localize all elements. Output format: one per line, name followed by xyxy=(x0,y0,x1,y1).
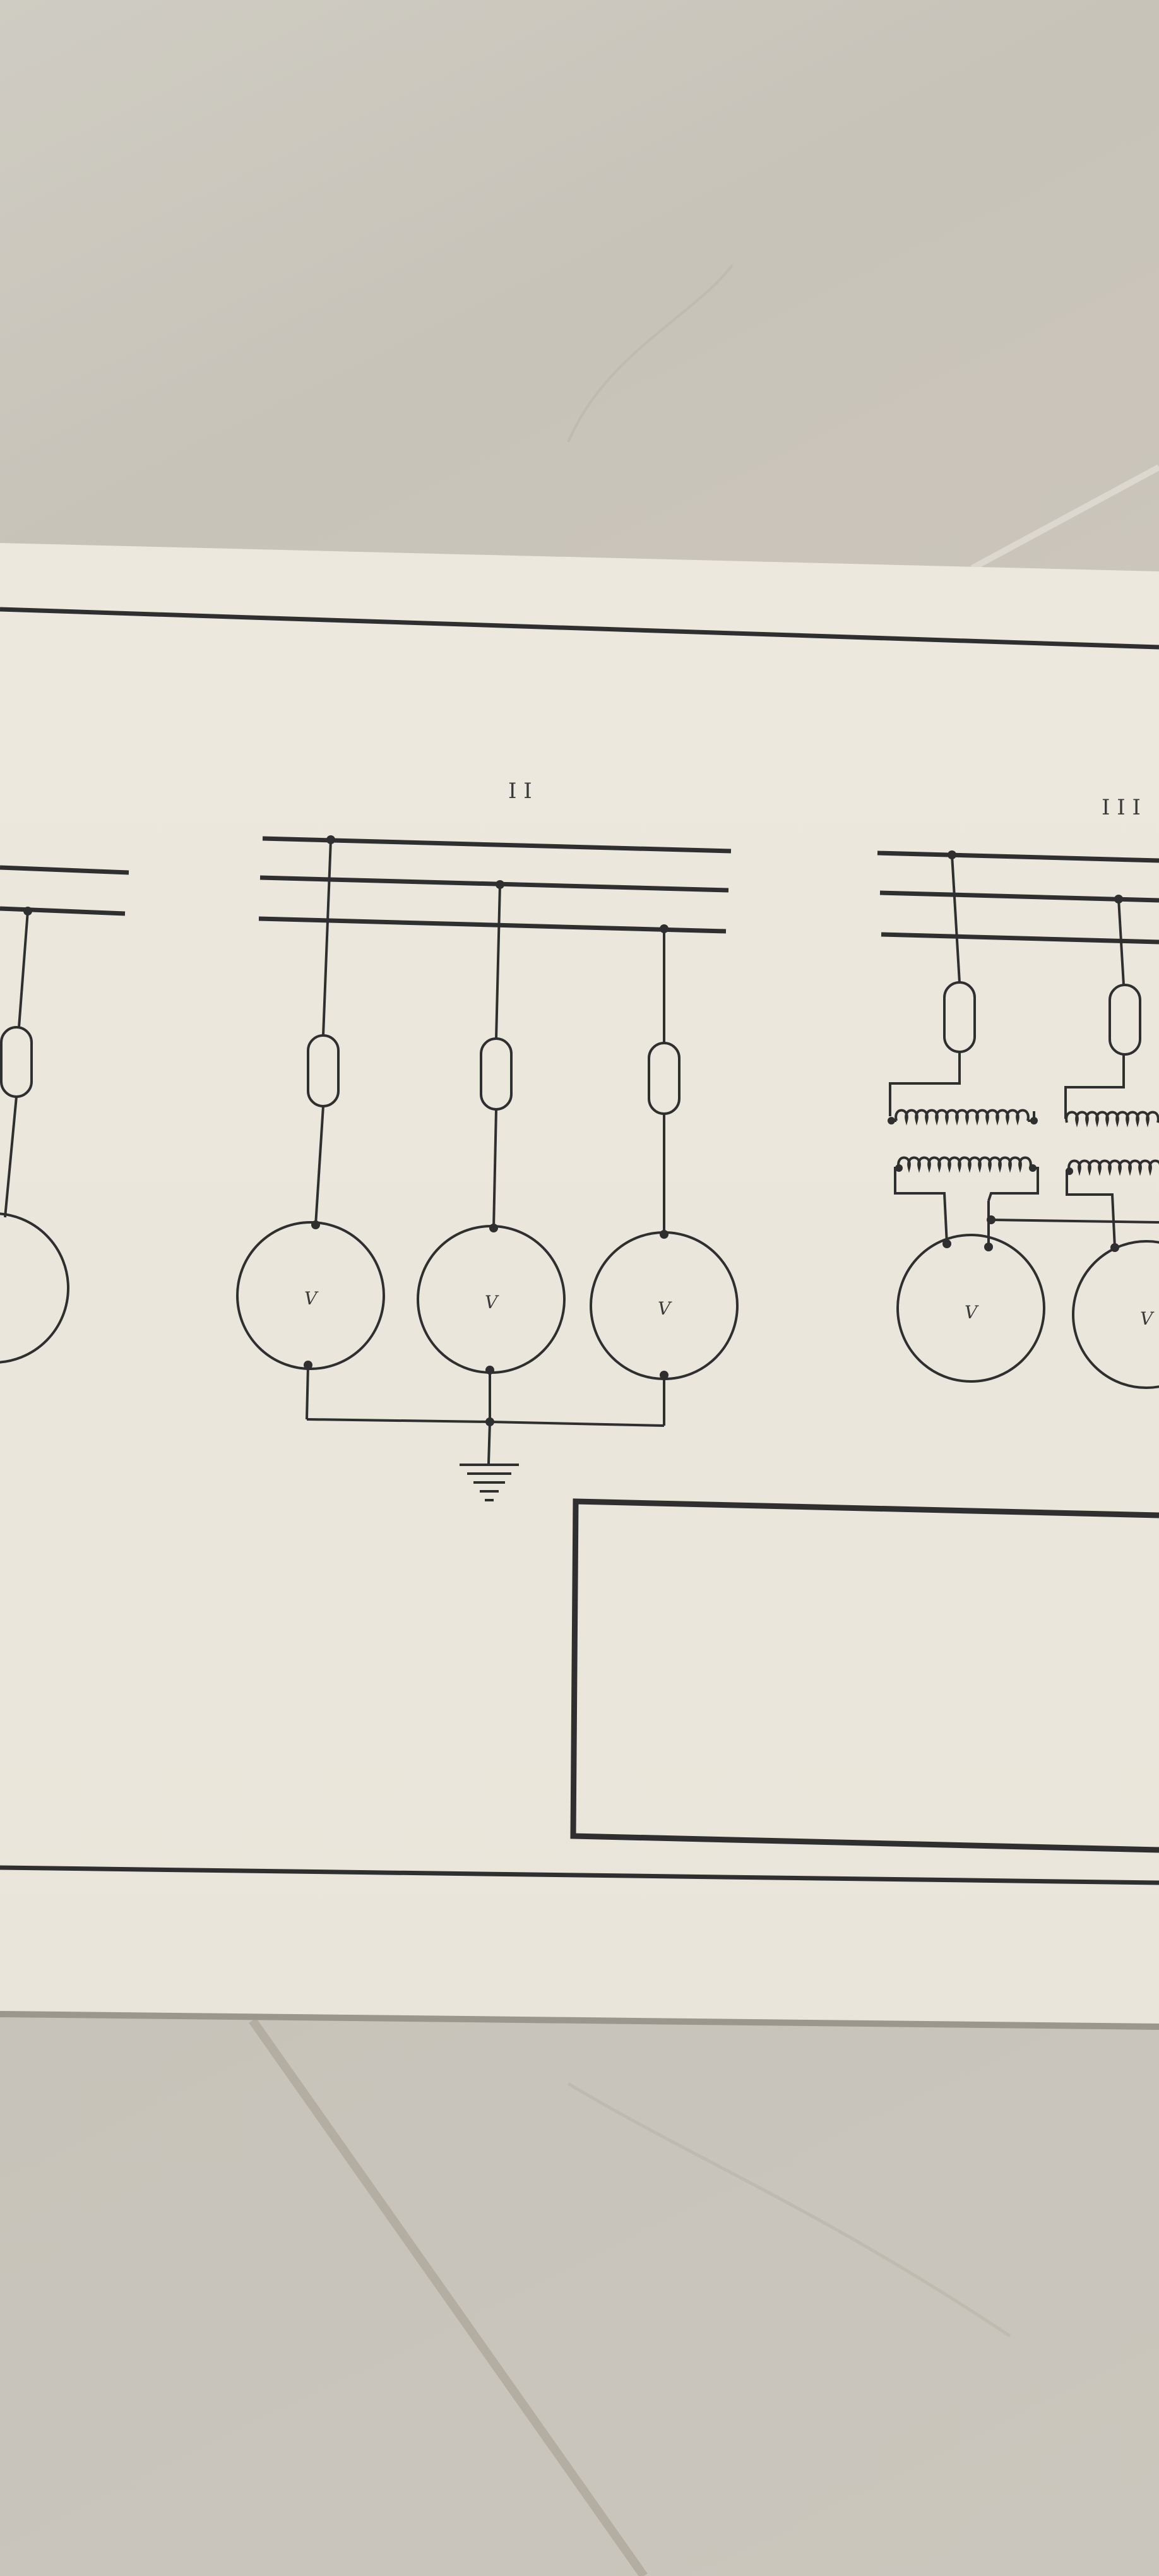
wire xyxy=(314,1106,324,1225)
wire xyxy=(4,1096,18,1218)
tile-seam xyxy=(249,2017,648,2576)
junction-dot xyxy=(23,907,32,915)
meter-symbol: V xyxy=(1140,1308,1155,1329)
secondary-lead xyxy=(990,1219,1159,1224)
frame-line-bottom xyxy=(0,1865,1159,1885)
ground-icon xyxy=(460,1464,519,1501)
paper-edge-shadow xyxy=(0,2011,1159,2030)
floor-top xyxy=(0,0,1159,568)
bus-line xyxy=(0,865,129,875)
bus-line xyxy=(262,836,732,854)
title-block xyxy=(570,1498,1159,1853)
section-i xyxy=(0,865,129,1364)
meter-symbol: V xyxy=(485,1292,499,1313)
fuse xyxy=(307,1034,340,1107)
transformer-lead xyxy=(889,1052,961,1116)
paper-sheet xyxy=(0,543,1159,2027)
transformer-primary-coil xyxy=(1065,1111,1159,1128)
voltmeter-circle xyxy=(236,1221,385,1370)
bus-line xyxy=(877,850,1159,863)
wire xyxy=(322,839,332,1036)
voltmeter-circle xyxy=(1072,1240,1159,1389)
section-iii xyxy=(877,850,1159,1389)
transformer-secondary-coil xyxy=(897,1156,1032,1173)
meter-symbol: V xyxy=(658,1298,672,1319)
junction-dots xyxy=(304,835,669,1426)
section-ii xyxy=(236,836,739,1464)
wire xyxy=(951,854,961,983)
wire xyxy=(492,1109,497,1229)
bus-line xyxy=(881,932,1159,945)
bus-line xyxy=(259,875,729,893)
meter-symbol: V xyxy=(965,1302,979,1323)
section-label-ii: I I xyxy=(508,778,532,804)
voltmeter-circle xyxy=(0,1212,69,1364)
section-label-iii: I I I xyxy=(1102,795,1141,820)
ground-wire xyxy=(306,1364,309,1420)
junction-dots xyxy=(888,850,1123,1252)
bus-line xyxy=(258,916,727,934)
bus-line xyxy=(879,890,1159,903)
wire xyxy=(495,884,501,1039)
ground-wire xyxy=(487,1421,491,1464)
marble-vein xyxy=(567,2082,1011,2338)
frame-line-top xyxy=(0,607,1159,650)
voltmeter-circle xyxy=(896,1234,1045,1383)
wire xyxy=(1117,898,1125,986)
transformer-secondary-coil xyxy=(1067,1159,1159,1176)
wire xyxy=(18,910,29,1028)
marble-vein xyxy=(567,264,734,443)
bus-line xyxy=(0,906,126,916)
meter-symbol: V xyxy=(304,1288,319,1309)
transformer-lead xyxy=(1064,1054,1125,1119)
tile-seam-top xyxy=(970,464,1159,571)
